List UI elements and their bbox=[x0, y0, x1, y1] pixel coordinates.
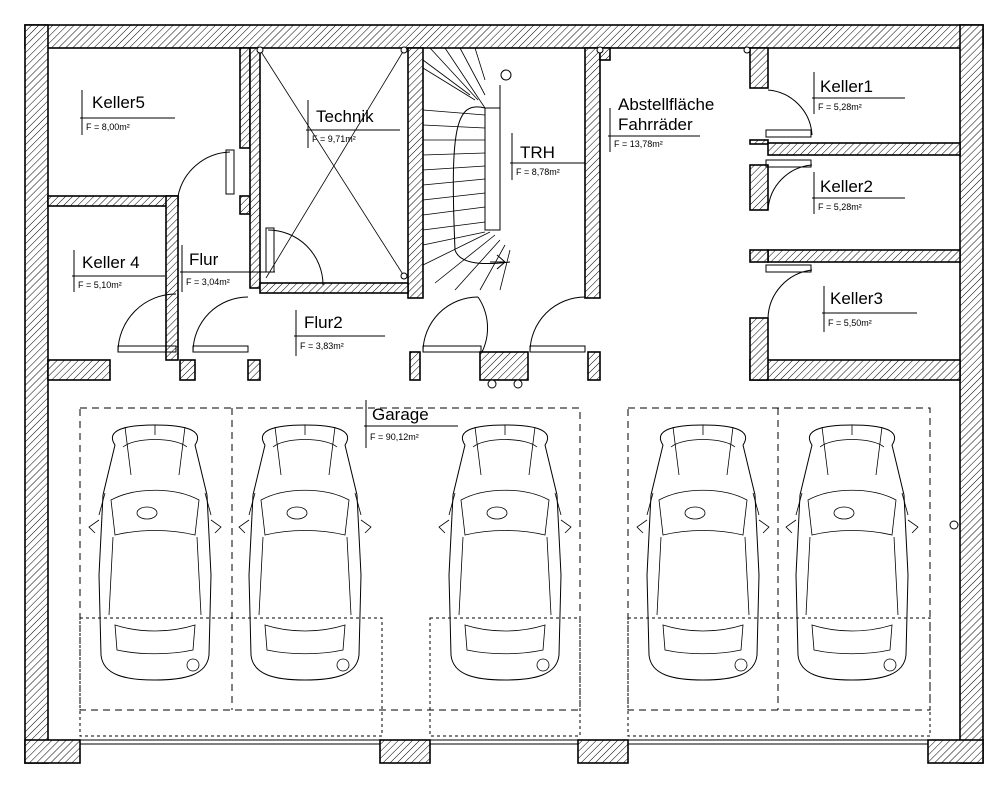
drain-markers bbox=[487, 379, 959, 530]
room-name: Technik bbox=[316, 107, 374, 126]
room-area: F = 13,78m² bbox=[614, 139, 663, 149]
room-label-abstell: Abstellfläche Fahrräder F = 13,78m² bbox=[608, 95, 714, 152]
cars bbox=[88, 424, 919, 681]
room-area: F = 5,28m² bbox=[818, 102, 862, 112]
room-label-flur: Flur F = 3,04m² bbox=[180, 245, 275, 292]
room-area: F = 5,10m² bbox=[78, 280, 122, 290]
room-name: Keller1 bbox=[820, 77, 873, 96]
car-4 bbox=[636, 424, 770, 681]
staircase bbox=[422, 47, 512, 291]
room-area: F = 5,28m² bbox=[818, 202, 862, 212]
room-label-keller4: Keller 4 F = 5,10m² bbox=[72, 250, 165, 292]
room-name: Keller3 bbox=[830, 289, 883, 308]
room-label-keller2: Keller2 F = 5,28m² bbox=[812, 172, 905, 214]
car-3 bbox=[438, 424, 572, 681]
room-name: Garage bbox=[372, 405, 429, 424]
room-label-garage: Garage F = 90,12m² bbox=[364, 400, 458, 448]
room-label-flur2: Flur2 F = 3,83m² bbox=[294, 310, 385, 356]
room-area: F = 8,00m² bbox=[86, 122, 130, 132]
room-name: TRH bbox=[520, 143, 555, 162]
parking-spaces bbox=[79, 407, 931, 745]
room-area: F = 90,12m² bbox=[370, 432, 419, 442]
room-name: Keller5 bbox=[92, 93, 145, 112]
room-area: F = 8,78m² bbox=[516, 167, 560, 177]
room-label-technik: Technik F = 9,71m² bbox=[306, 100, 400, 148]
room-area: F = 3,83m² bbox=[300, 341, 344, 351]
room-label-keller1: Keller1 F = 5,28m² bbox=[812, 72, 905, 114]
technik-cross bbox=[256, 46, 751, 280]
room-name: Abstellfläche bbox=[618, 95, 714, 114]
doors bbox=[117, 89, 813, 353]
room-label-trh: TRH F = 8,78m² bbox=[510, 133, 585, 180]
car-1 bbox=[88, 424, 222, 681]
room-name: Flur2 bbox=[304, 313, 343, 332]
car-2 bbox=[238, 424, 372, 681]
room-name-line2: Fahrräder bbox=[618, 115, 693, 134]
room-name: Keller2 bbox=[820, 177, 873, 196]
room-label-keller3: Keller3 F = 5,50m² bbox=[822, 286, 917, 332]
room-name: Keller 4 bbox=[82, 253, 140, 272]
room-label-keller5: Keller5 F = 8,00m² bbox=[80, 90, 175, 135]
room-area: F = 9,71m² bbox=[312, 134, 356, 144]
room-area: F = 5,50m² bbox=[828, 318, 872, 328]
car-5 bbox=[785, 424, 919, 681]
room-area: F = 3,04m² bbox=[186, 277, 230, 287]
walls bbox=[24, 24, 984, 764]
room-name: Flur bbox=[189, 250, 219, 269]
